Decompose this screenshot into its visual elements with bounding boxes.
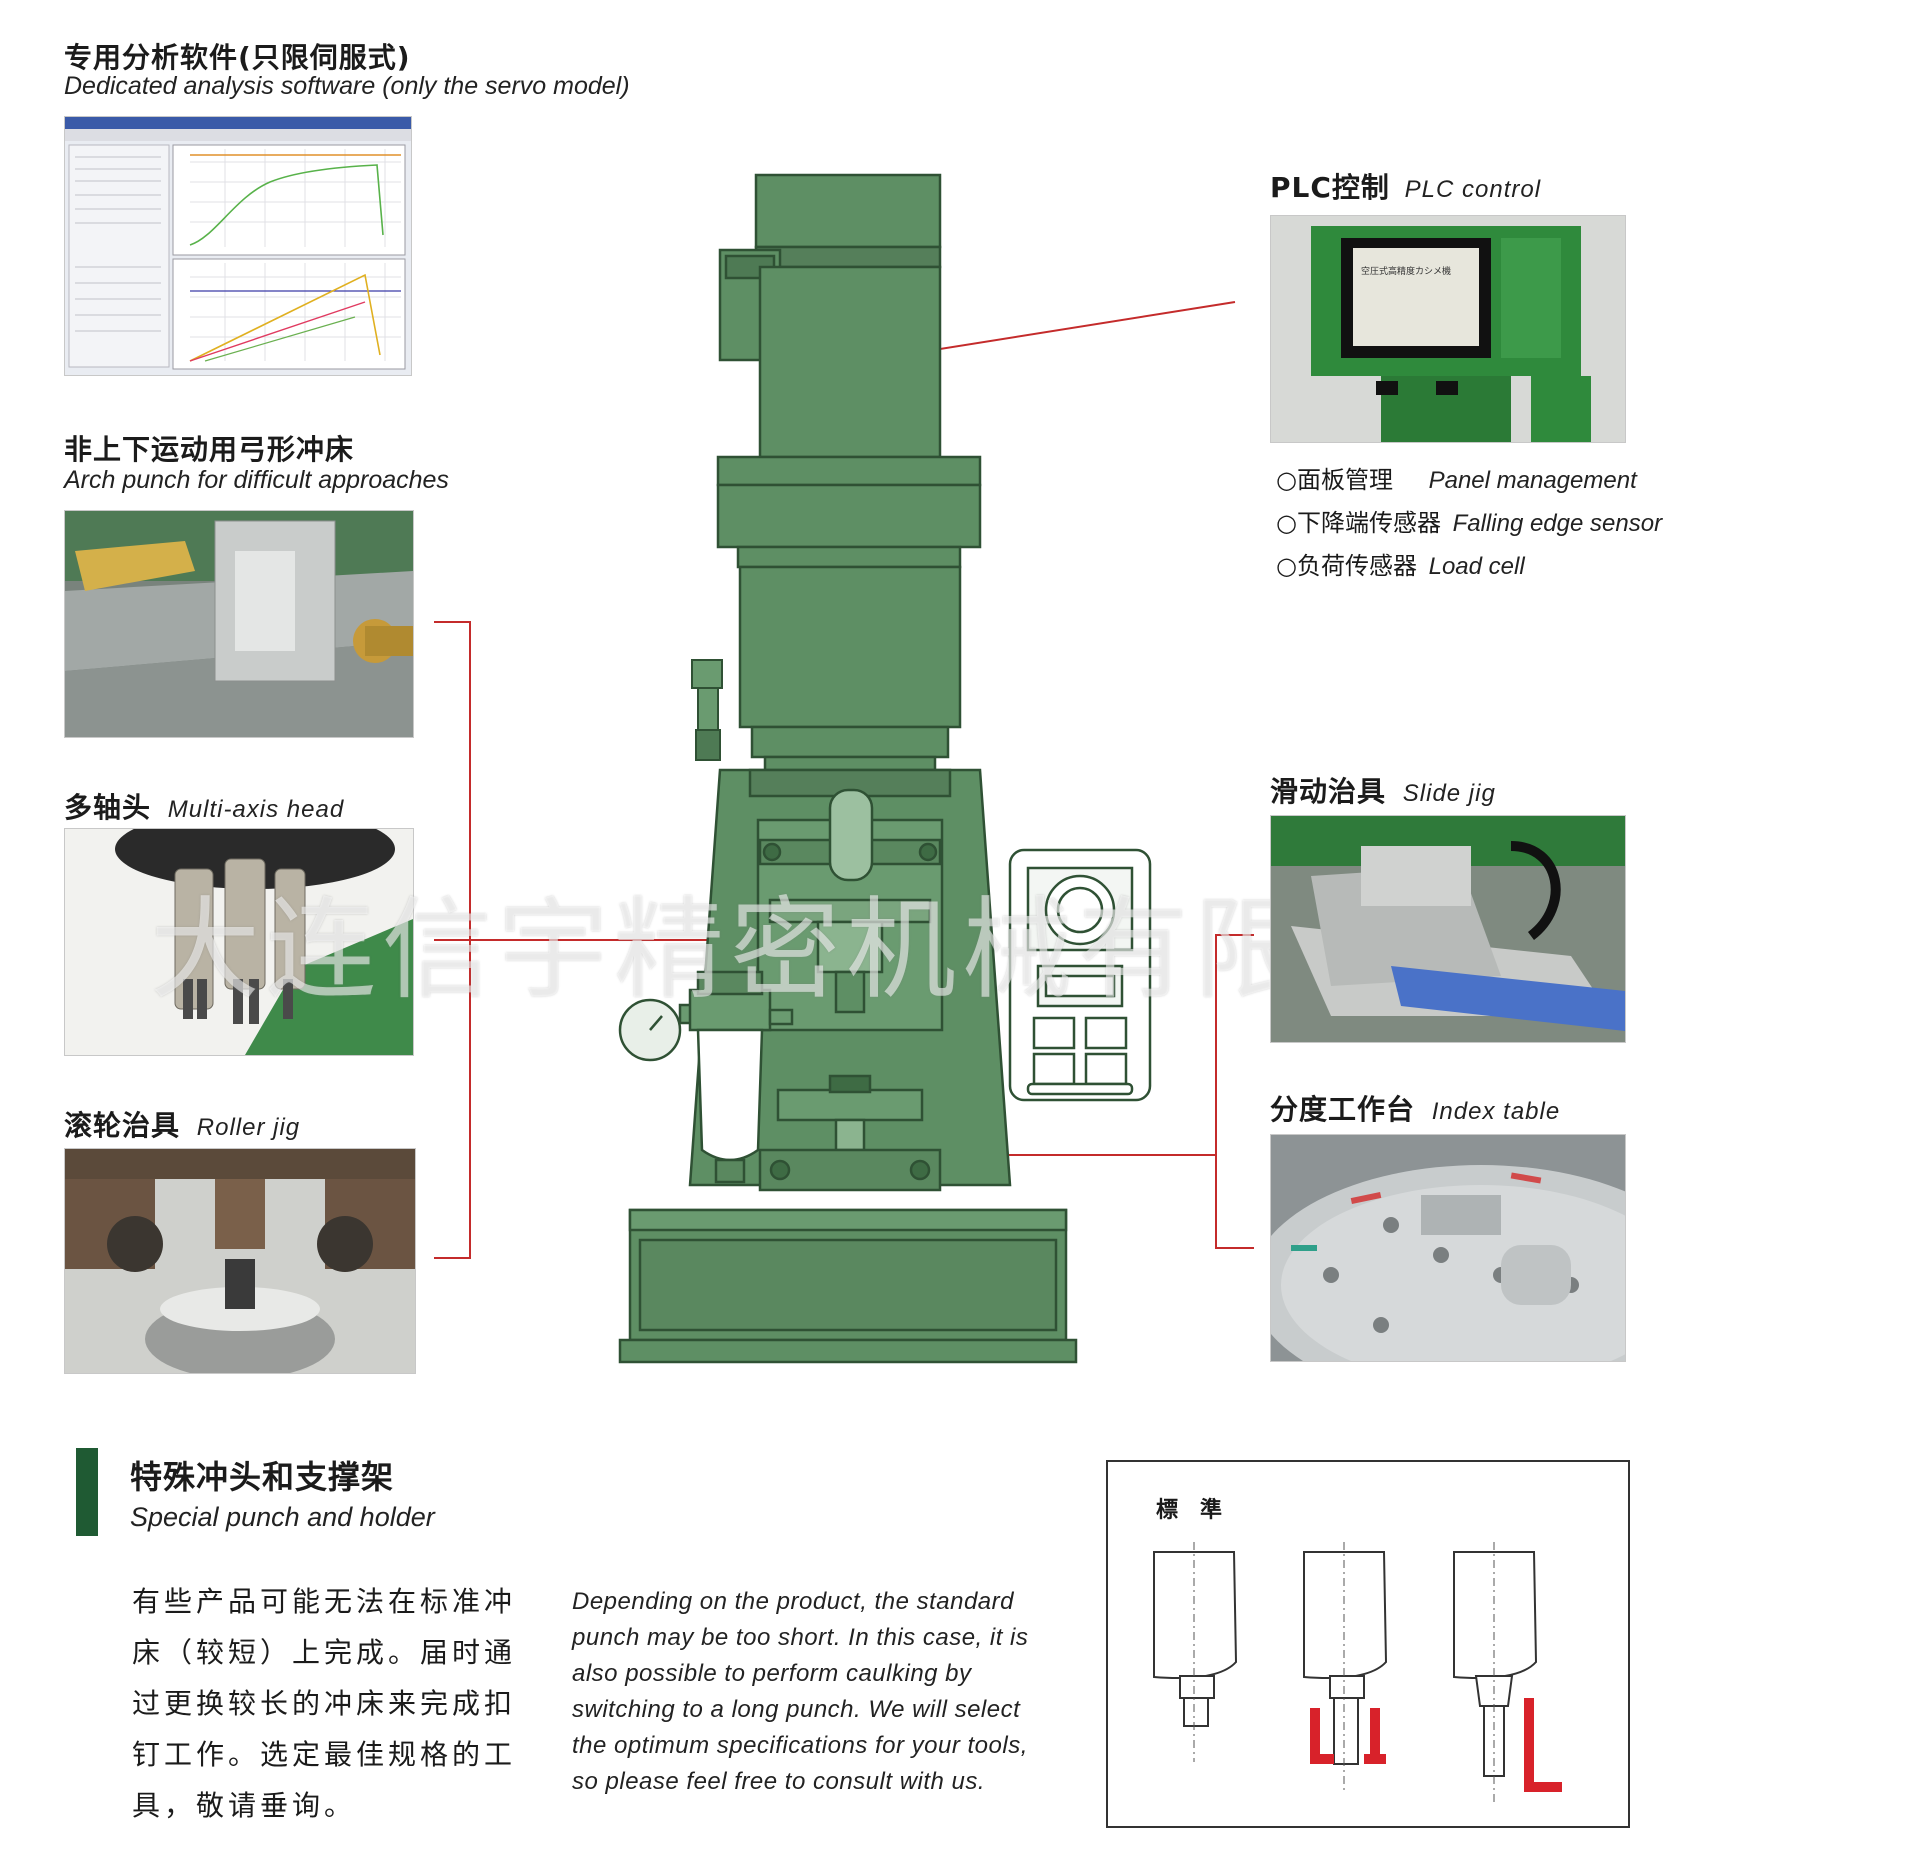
plc-feature-zh: ○负荷传感器 — [1276, 552, 1417, 580]
press-machine-illustration — [618, 173, 1152, 1364]
software-title-en: Dedicated analysis software (only the se… — [64, 72, 630, 100]
special-body-zh-line: 有些产品可能无法在标准冲 — [132, 1585, 517, 1618]
special-body-zh-line: 过更换较长的冲床来完成扣 — [132, 1687, 517, 1720]
plc-feature-zh: ○面板管理 — [1276, 466, 1393, 494]
special-body-en-line: Depending on the product, the standard — [572, 1588, 1014, 1615]
section-accent-bar — [76, 1448, 98, 1536]
slide-title-en: Slide jig — [1402, 780, 1496, 807]
plc-feature-zh: ○下降端传感器 — [1276, 509, 1441, 537]
index-table-photo — [1270, 1134, 1626, 1362]
special-body-zh-line: 具，敬请垂询。 — [132, 1789, 357, 1822]
plc-title-zh: PLC控制 — [1270, 171, 1390, 204]
multi-title: 多轴头 Multi-axis head — [64, 786, 344, 826]
plc-title-en: PLC control — [1404, 176, 1542, 203]
special-body-zh-line: 床（较短）上完成。届时通 — [132, 1636, 517, 1669]
software-screenshot — [64, 116, 412, 376]
arch-title-zh: 非上下运动用弓形冲床 — [64, 433, 355, 466]
multi-axis-photo — [64, 828, 414, 1056]
special-body-en: Depending on the product, the standard p… — [572, 1584, 1092, 1800]
special-title-zh: 特殊冲头和支撑架 — [130, 1458, 395, 1496]
arch-punch-photo — [64, 510, 414, 738]
plc-feature-sensor: ○下降端传感器 Falling edge sensor — [1276, 503, 1662, 546]
roller-title-zh: 滚轮治具 — [64, 1109, 181, 1142]
special-body-en-line: so please feel free to consult with us. — [572, 1768, 986, 1795]
roller-title: 滚轮治具 Roller jig — [64, 1104, 300, 1144]
plc-feature-panel: ○面板管理 Panel management — [1276, 460, 1662, 503]
roller-jig-photo — [64, 1148, 416, 1374]
index-title: 分度工作台 Index table — [1270, 1088, 1560, 1128]
plc-photo: 空圧式高精度カシメ機 — [1270, 215, 1626, 443]
plc-feature-en: Falling edge sensor — [1452, 510, 1663, 537]
special-body-en-line: switching to a long punch. We will selec… — [572, 1696, 1021, 1723]
plc-feature-en: Load cell — [1428, 553, 1525, 580]
special-body-en-line: also possible to perform caulking by — [572, 1660, 972, 1687]
plc-feature-loadcell: ○负荷传感器 Load cell — [1276, 546, 1662, 589]
special-body-en-line: punch may be too short. In this case, it… — [572, 1624, 1029, 1651]
plc-feature-en: Panel management — [1428, 467, 1637, 494]
slide-title-zh: 滑动治具 — [1270, 775, 1387, 808]
special-title-en: Special punch and holder — [130, 1502, 435, 1532]
roller-title-en: Roller jig — [196, 1114, 301, 1141]
arch-title-en: Arch punch for difficult approaches — [64, 466, 449, 494]
diagram-standard-label: 標 準 — [1156, 1497, 1223, 1523]
index-title-zh: 分度工作台 — [1270, 1093, 1416, 1126]
multi-title-en: Multi-axis head — [167, 796, 345, 823]
special-body-zh: 有些产品可能无法在标准冲 床（较短）上完成。届时通 过更换较长的冲床来完成扣 钉… — [132, 1576, 552, 1831]
multi-title-zh: 多轴头 — [64, 791, 152, 824]
punch-diagram-drawing — [1153, 1542, 1562, 1802]
plc-screen-text: 空圧式高精度カシメ機 — [1361, 267, 1452, 277]
slide-jig-photo — [1270, 815, 1626, 1043]
index-title-en: Index table — [1431, 1098, 1561, 1125]
punch-diagram-box: 標 準 — [1106, 1460, 1630, 1828]
plc-title: PLC控制 PLC control — [1270, 166, 1541, 206]
special-body-en-line: the optimum specifications for your tool… — [572, 1732, 1028, 1759]
software-title-zh: 专用分析软件(只限伺服式) — [64, 41, 411, 74]
special-body-zh-line: 钉工作。选定最佳规格的工 — [132, 1738, 517, 1771]
slide-title: 滑动治具 Slide jig — [1270, 770, 1496, 810]
plc-feature-list: ○面板管理 Panel management ○下降端传感器 Falling e… — [1276, 460, 1662, 589]
